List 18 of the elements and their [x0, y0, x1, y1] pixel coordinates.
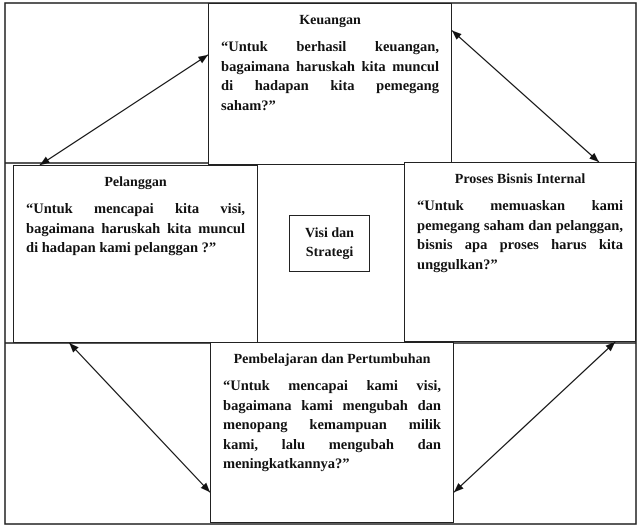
perspective-box — [210, 342, 454, 523]
box-heading: Pembelajaran dan Pertumbuhan — [232, 351, 432, 369]
question-text: “Untuk memuaskan kami pemegang saham dan pelanggan, bisnis apa proses harus kita unggulkan?” — [417, 197, 623, 275]
perspective-box — [404, 162, 636, 342]
perspective-box — [289, 215, 370, 272]
double-arrow — [68, 342, 210, 493]
double-arrow — [452, 30, 600, 162]
box-heading: Visi dan Strategi — [304, 225, 355, 262]
box-heading: Proses Bisnis Internal — [454, 171, 586, 189]
question-text: “Untuk mencapai kita visi, bagaimana haruskah kita muncul di hadapan kami pelanggan ?” — [26, 200, 245, 258]
double-arrow — [40, 54, 208, 166]
question-text: “Untuk mencapai kami visi, bagaimana kami mengubah dan menopang kemampuan milik kami, lalu mengubah dan meningkatkannya?” — [223, 377, 441, 474]
perspective-box — [13, 165, 258, 343]
box-heading: Pelanggan — [103, 174, 168, 192]
double-arrow — [454, 342, 616, 493]
box-heading: Keuangan — [298, 12, 362, 30]
perspective-box — [208, 3, 452, 165]
question-text: “Untuk berhasil keuangan, bagaimana haruskah kita muncul di hadapan kita pemegang saham?” — [221, 38, 439, 116]
